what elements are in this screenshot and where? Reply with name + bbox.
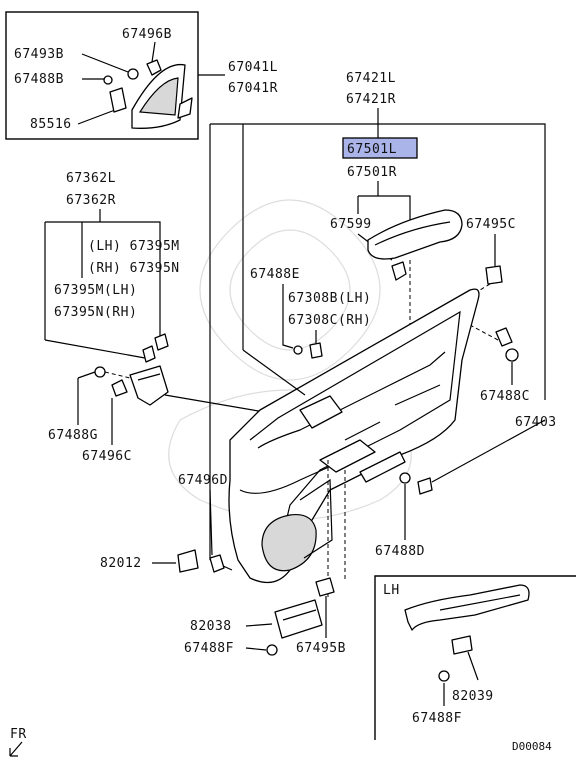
label-67488F: 67488F — [184, 641, 234, 656]
lh-screw-67488F — [438, 670, 450, 682]
label-82039: 82039 — [452, 689, 494, 704]
label-rh-67395N: (RH) 67395N — [88, 261, 180, 276]
label-67488E: 67488E — [250, 267, 300, 282]
clip-67495B — [315, 577, 335, 597]
connector-82012 — [177, 549, 199, 573]
label-82038: 82038 — [190, 619, 232, 634]
label-67488G: 67488G — [48, 428, 98, 443]
label-67403: 67403 — [515, 415, 557, 430]
clip-67496D — [209, 554, 225, 573]
label-67496D: 67496D — [178, 473, 228, 488]
bracket-85516 — [109, 87, 127, 113]
label-67041L: 67041L — [228, 60, 278, 75]
label-67496B: 67496B — [122, 27, 172, 42]
lh-switch-82039 — [451, 635, 473, 655]
screw-67488C — [505, 348, 519, 362]
screw-67488D — [399, 472, 411, 484]
washer-67493B — [127, 68, 139, 80]
label-fr: FR — [10, 727, 27, 742]
diagram-code: D00084 — [512, 740, 552, 753]
front-arrow-icon — [9, 741, 23, 757]
label-67488B: 67488B — [14, 72, 64, 87]
armrest-pad-67501 — [367, 209, 463, 260]
switch-panel-67362 — [129, 365, 169, 406]
door-trim-panel-67421 — [228, 288, 480, 584]
label-67421R: 67421R — [346, 92, 396, 107]
label-67495B: 67495B — [296, 641, 346, 656]
highlight-67501L[interactable] — [342, 137, 418, 159]
screw-67488G — [94, 366, 106, 378]
label-82012: 82012 — [100, 556, 142, 571]
label-67488C: 67488C — [480, 389, 530, 404]
screw-67488B — [103, 75, 113, 85]
assembly-bracket — [210, 123, 546, 400]
clip-67599 — [391, 261, 407, 281]
label-67501R: 67501R — [347, 165, 397, 180]
clip-67395 — [154, 333, 169, 351]
cover-67308 — [309, 342, 323, 359]
power-window-switch-82038 — [274, 599, 323, 639]
label-67362R: 67362R — [66, 193, 116, 208]
label-lh-title: LH — [383, 583, 400, 598]
label-67488F-lh: 67488F — [412, 711, 462, 726]
clip-67496B — [146, 59, 162, 76]
door-handle-recess — [299, 395, 343, 429]
label-67599: 67599 — [330, 217, 372, 232]
label-85516: 85516 — [30, 117, 72, 132]
screw-67488E — [293, 345, 303, 355]
label-67501L: 67501L — [347, 142, 397, 157]
label-67493B: 67493B — [14, 47, 64, 62]
label-lh-67395M: (LH) 67395M — [88, 239, 180, 254]
label-67421L: 67421L — [346, 71, 396, 86]
mirror-cover-inset: 67496B 67493B 67488B 85516 — [5, 11, 199, 140]
switch-bezel — [319, 439, 376, 473]
lh-armrest-switch-panel — [404, 584, 530, 631]
label-67362L: 67362L — [66, 171, 116, 186]
speaker-grille — [261, 513, 317, 572]
clip-67495C — [485, 265, 503, 285]
label-67308C: 67308C(RH) — [288, 313, 371, 328]
lh-inset: LH 82039 67488F — [374, 575, 576, 740]
label-67395N-rh: 67395N(RH) — [54, 305, 137, 320]
label-67488D: 67488D — [375, 544, 425, 559]
label-67495C: 67495C — [466, 217, 516, 232]
label-67496C: 67496C — [82, 449, 132, 464]
label-67308B: 67308B(LH) — [288, 291, 371, 306]
clip-67496C — [111, 379, 128, 397]
label-67041R: 67041R — [228, 81, 278, 96]
screw-67488F — [266, 644, 278, 656]
label-67395M-lh: 67395M(LH) — [54, 283, 137, 298]
clip-67403 — [417, 477, 433, 495]
